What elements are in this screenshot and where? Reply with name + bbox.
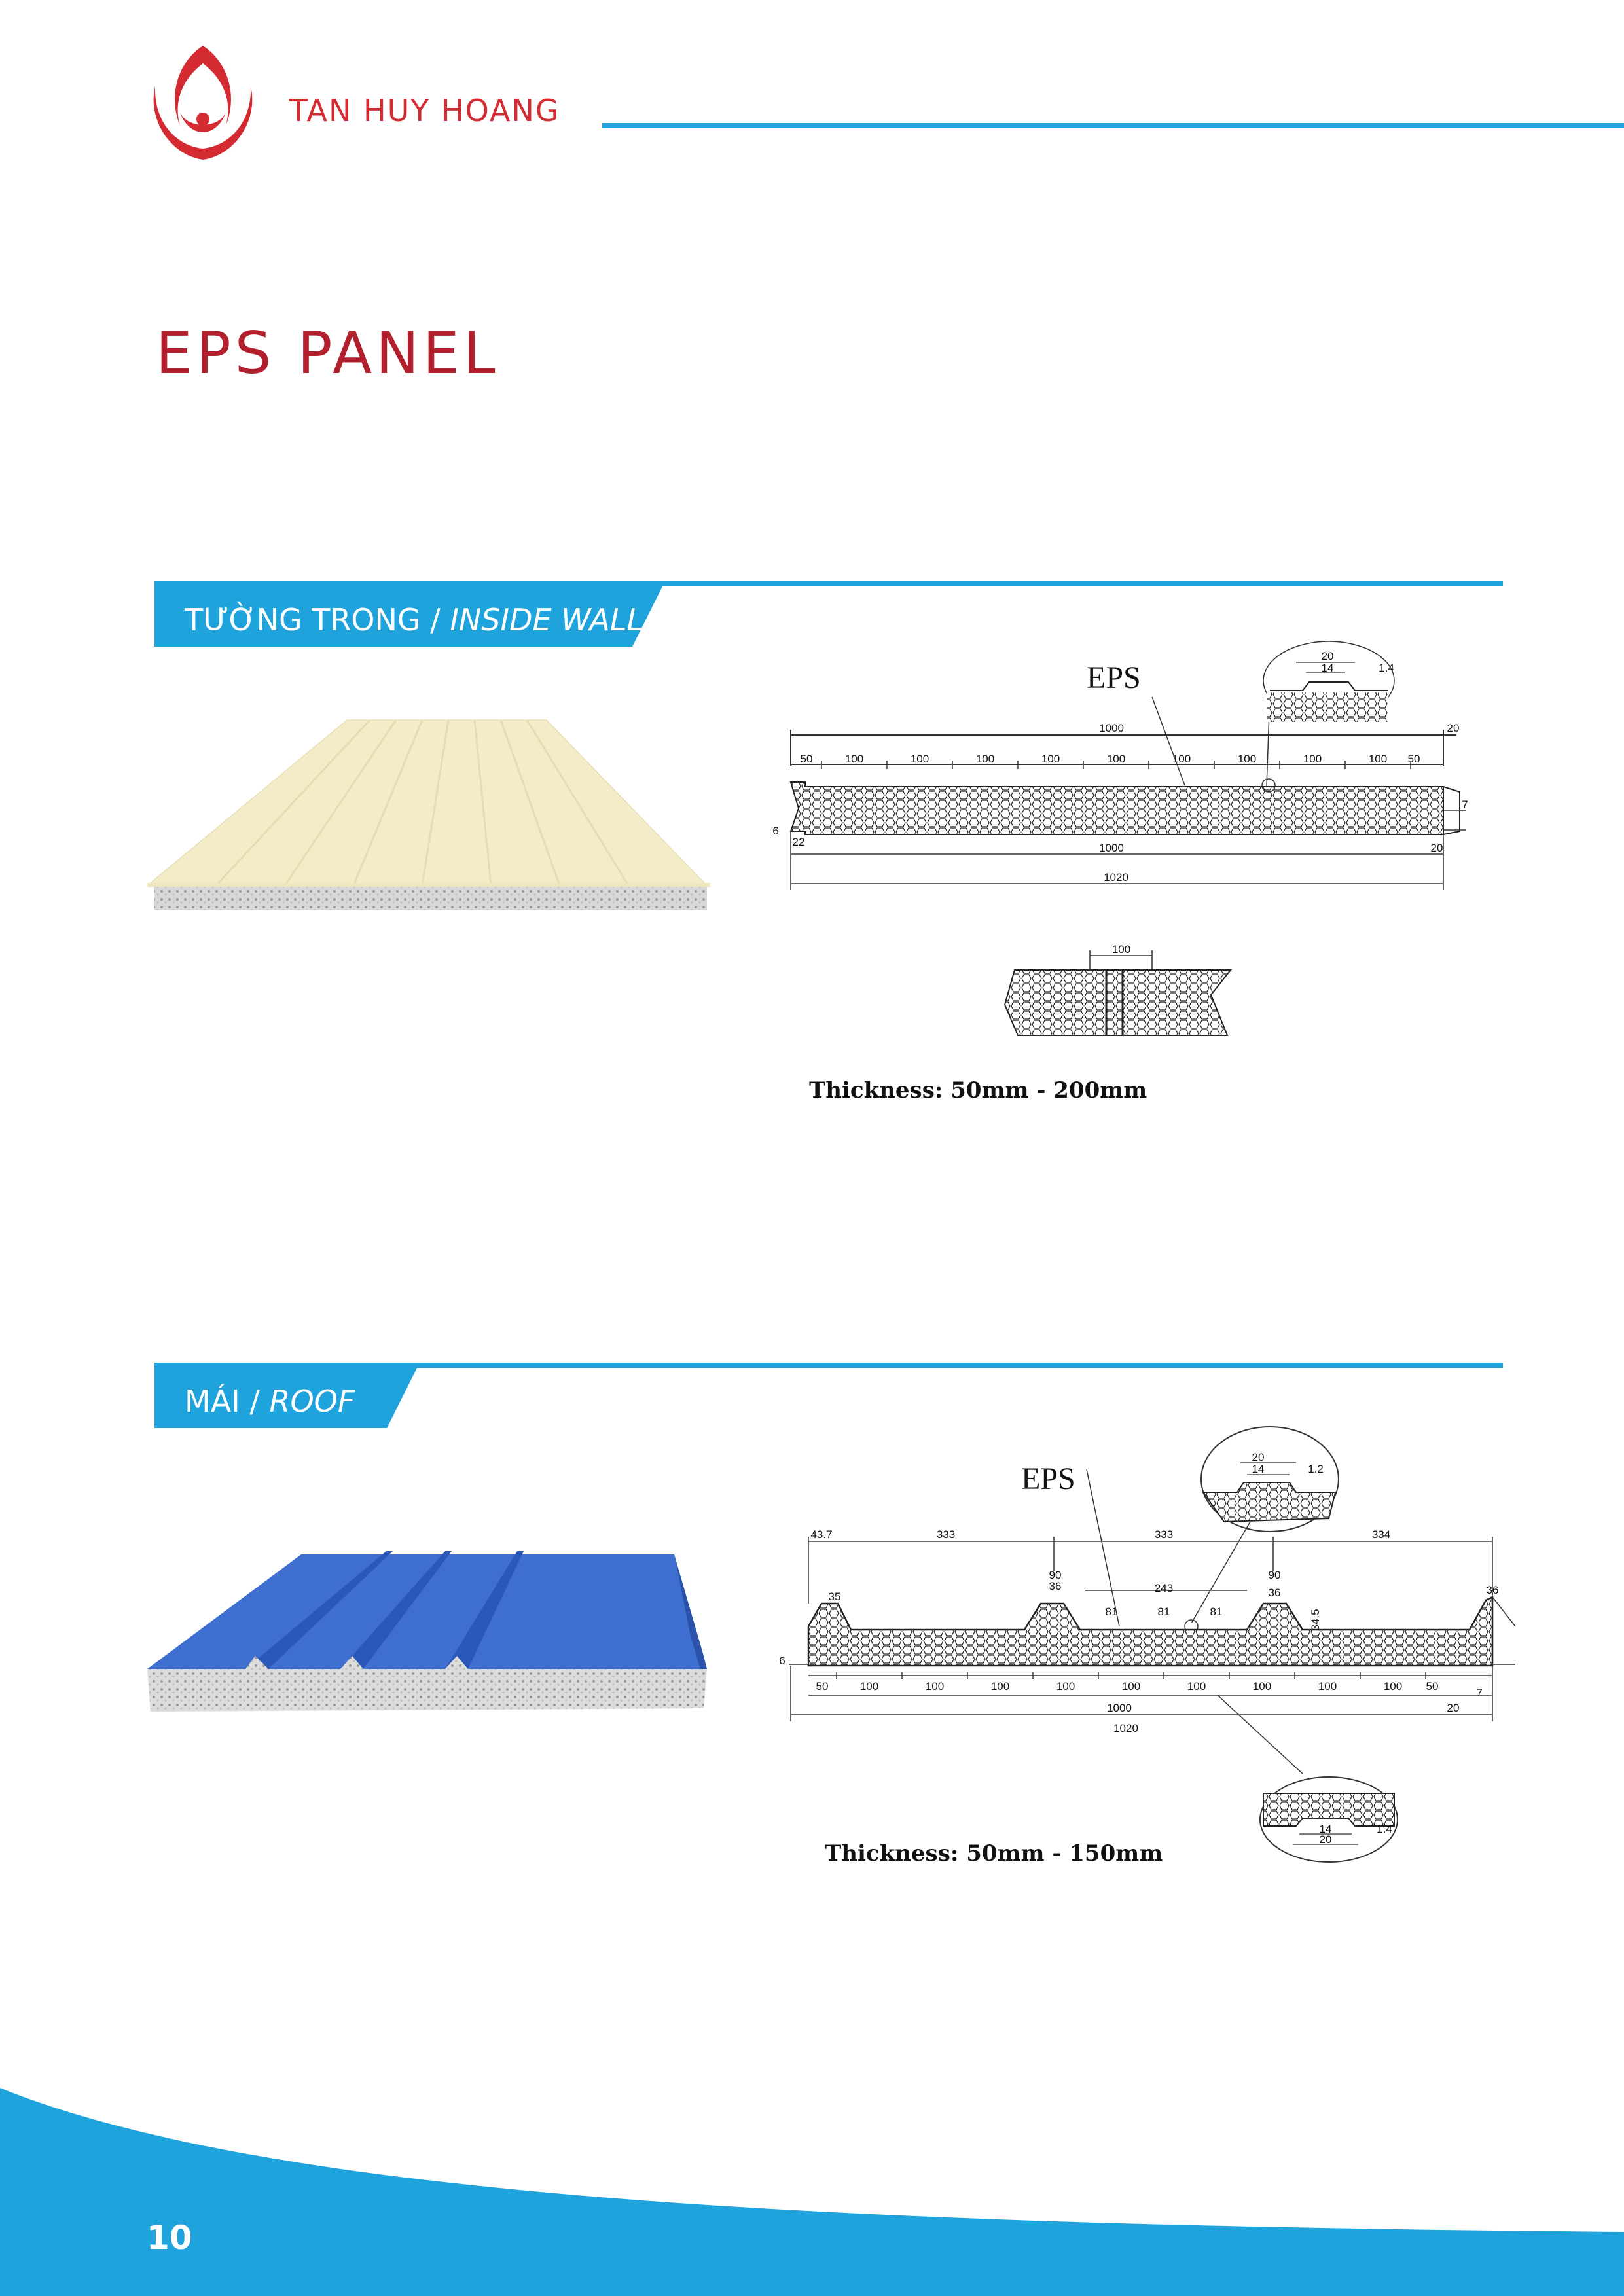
dim-roof-rib-90b: 90: [1269, 1569, 1281, 1581]
eps-label-roof: EPS: [1021, 1462, 1075, 1496]
dim-roof-span-3: 334: [1372, 1528, 1390, 1541]
dim-seg-10: 100: [1369, 753, 1387, 765]
dim-bottom-total: 1020: [1104, 871, 1128, 884]
roof-panel-image: [147, 1551, 707, 1712]
inside-wall-section-drawing: 1000 50 100 100 100 100 100 100 100 100 …: [772, 641, 1468, 1036]
dim-detail-1-4: 1.4: [1379, 662, 1394, 674]
section-label-vi: TƯỜNG TRONG: [185, 602, 421, 637]
dim-roof-rib-35: 35: [829, 1590, 841, 1603]
dim-top-total: 1000: [1099, 722, 1124, 734]
dim-roof-mid-81a: 81: [1106, 1605, 1118, 1618]
dim-seg-7: 100: [1172, 753, 1191, 765]
header-divider: [602, 123, 1624, 128]
dim-roof-mid-243: 243: [1155, 1582, 1173, 1594]
dim-roof-detail-bot-20: 20: [1320, 1833, 1332, 1846]
dim-left-small: 6: [772, 825, 778, 837]
dim-roof-seg-5: 100: [1056, 1680, 1075, 1693]
dim-roof-top-left: 43.7: [810, 1528, 832, 1541]
dim-roof-detail-top-20: 20: [1252, 1451, 1265, 1463]
dim-roof-bottom-right: 20: [1447, 1702, 1460, 1714]
dim-detail-20: 20: [1322, 650, 1334, 662]
page-number: 10: [147, 2219, 192, 2257]
dim-roof-right-mid: 7: [1476, 1687, 1482, 1699]
dim-bottom-inner: 1000: [1099, 842, 1124, 854]
dim-roof-seg-4: 100: [991, 1680, 1009, 1693]
dim-seg-8: 100: [1238, 753, 1256, 765]
dim-roof-rib-36c: 36: [1487, 1584, 1499, 1596]
dim-right-top: 20: [1447, 722, 1460, 734]
dim-roof-seg-1: 50: [816, 1680, 829, 1693]
dim-roof-detail-bot-14: 14: [1320, 1823, 1332, 1835]
dim-roof-seg-6: 100: [1122, 1680, 1140, 1693]
dim-roof-bottom-total: 1020: [1113, 1722, 1138, 1734]
brand-name: TAN HUY HOANG: [289, 93, 560, 128]
dim-seg-3: 100: [911, 753, 929, 765]
dim-roof-seg-9: 100: [1318, 1680, 1337, 1693]
dim-roof-seg-3: 100: [926, 1680, 944, 1693]
dim-seg-2: 100: [845, 753, 863, 765]
dim-seg-11: 50: [1408, 753, 1420, 765]
dim-seg-5: 100: [1041, 753, 1060, 765]
dim-joint-width: 100: [1112, 943, 1130, 956]
dim-right-mid: 7: [1462, 798, 1468, 811]
dim-roof-seg-2: 100: [860, 1680, 878, 1693]
section-label-inside-wall: TƯỜNG TRONG / INSIDE WALL: [185, 602, 643, 637]
dim-roof-rib-90a: 90: [1049, 1569, 1062, 1581]
inside-wall-panel-image: [146, 719, 710, 910]
dim-seg-9: 100: [1303, 753, 1322, 765]
dim-seg-6: 100: [1107, 753, 1125, 765]
section-label-separator: /: [240, 1384, 270, 1419]
dim-roof-span-1: 333: [937, 1528, 955, 1541]
thickness-wall: Thickness: 50mm - 200mm: [809, 1077, 1147, 1103]
section-header-roof: MÁI / ROOF: [154, 1359, 1503, 1431]
section-label-en: INSIDE WALL: [450, 602, 644, 637]
dim-roof-seg-11: 50: [1426, 1680, 1439, 1693]
dim-roof-detail-top-1-2: 1.2: [1308, 1463, 1324, 1475]
dim-left-bottom: 22: [793, 836, 805, 848]
dim-roof-detail-bot-1-4: 1.4: [1377, 1823, 1392, 1835]
eps-label-wall: EPS: [1087, 660, 1141, 695]
dim-roof-left-small: 6: [779, 1655, 785, 1667]
dim-roof-mid-81c: 81: [1210, 1605, 1223, 1618]
section-header-inside-wall: TƯỜNG TRONG / INSIDE WALL: [154, 577, 1503, 649]
phoenix-logo-icon: [153, 46, 253, 160]
dim-detail-14: 14: [1322, 662, 1334, 674]
section-label-en: ROOF: [269, 1384, 355, 1419]
dim-roof-rib-36b: 36: [1269, 1587, 1281, 1599]
section-label-separator: /: [420, 602, 450, 637]
dim-roof-rib-36a: 36: [1049, 1580, 1062, 1592]
dim-bottom-right: 20: [1431, 842, 1443, 854]
thickness-roof: Thickness: 50mm - 150mm: [825, 1840, 1163, 1867]
dim-roof-seg-10: 100: [1384, 1680, 1402, 1693]
dim-seg-4: 100: [976, 753, 994, 765]
dim-seg-1: 50: [801, 753, 813, 765]
dim-roof-mid-81b: 81: [1158, 1605, 1170, 1618]
dim-roof-seg-8: 100: [1253, 1680, 1271, 1693]
footer-wave: [0, 2088, 1624, 2296]
section-label-vi: MÁI: [185, 1384, 240, 1419]
dim-roof-rib-height: 34.5: [1309, 1609, 1322, 1630]
dim-roof-detail-top-14: 14: [1252, 1463, 1265, 1475]
dim-roof-bottom-inner: 1000: [1107, 1702, 1132, 1714]
dim-roof-span-2: 333: [1155, 1528, 1173, 1541]
page-title: EPS PANEL: [156, 319, 499, 387]
section-label-roof: MÁI / ROOF: [185, 1384, 355, 1419]
dim-roof-seg-7: 100: [1187, 1680, 1206, 1693]
roof-section-drawing: 43.7 333 333 334 90 90 35 36 36 36 243 8…: [779, 1426, 1516, 1863]
